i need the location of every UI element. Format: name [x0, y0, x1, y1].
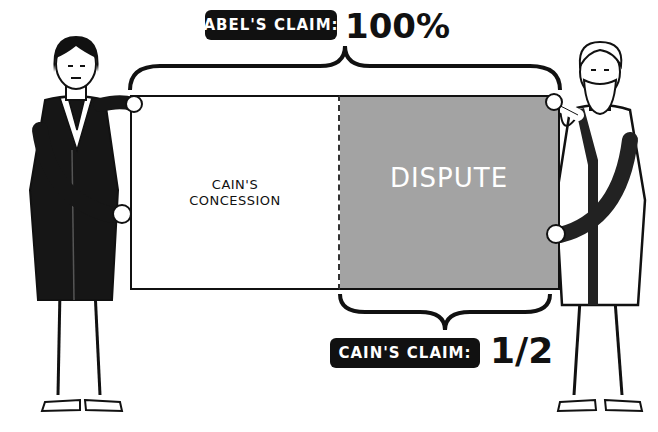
young-man-figure: [30, 36, 132, 411]
old-man-figure: [552, 42, 645, 411]
node-text: DISPUTE: [390, 163, 508, 193]
brace-path: [130, 46, 560, 90]
node-text: CAIN'S CLAIM:: [338, 344, 471, 362]
hand: [126, 96, 142, 112]
node-text: CAIN'S CONCESSION: [180, 177, 290, 209]
robe: [556, 105, 645, 305]
sandal: [605, 400, 642, 411]
hair: [580, 42, 622, 66]
robe-fold: [72, 150, 74, 300]
hair: [53, 36, 98, 72]
cloth-half: DISPUTE: [340, 95, 560, 290]
arm: [560, 140, 630, 235]
leg: [615, 300, 622, 395]
face: [591, 69, 609, 71]
claim-amount: 1/2: [490, 330, 553, 371]
bottom-brace: [340, 294, 550, 330]
sandal: [85, 400, 122, 411]
arm: [40, 130, 112, 215]
hand: [546, 94, 562, 110]
leg: [95, 290, 100, 395]
sandal: [558, 400, 596, 411]
claim-amount: 100%: [345, 6, 450, 46]
node-text: ABEL'S CLAIM:: [203, 16, 338, 34]
sandal: [42, 400, 80, 411]
arm: [100, 102, 132, 105]
cloth-half: CAIN'S CONCESSION: [130, 95, 340, 290]
claim-tag: CAIN'S CLAIM:: [330, 338, 480, 368]
face: [68, 66, 85, 78]
leg: [58, 290, 60, 395]
hand: [113, 205, 131, 223]
brace-path: [340, 294, 550, 330]
robe: [30, 96, 118, 300]
leg: [574, 300, 580, 395]
top-brace: [130, 46, 560, 90]
beard: [584, 80, 616, 114]
collar: [60, 97, 92, 150]
hand: [547, 225, 565, 243]
claim-tag: ABEL'S CLAIM:: [205, 10, 337, 40]
